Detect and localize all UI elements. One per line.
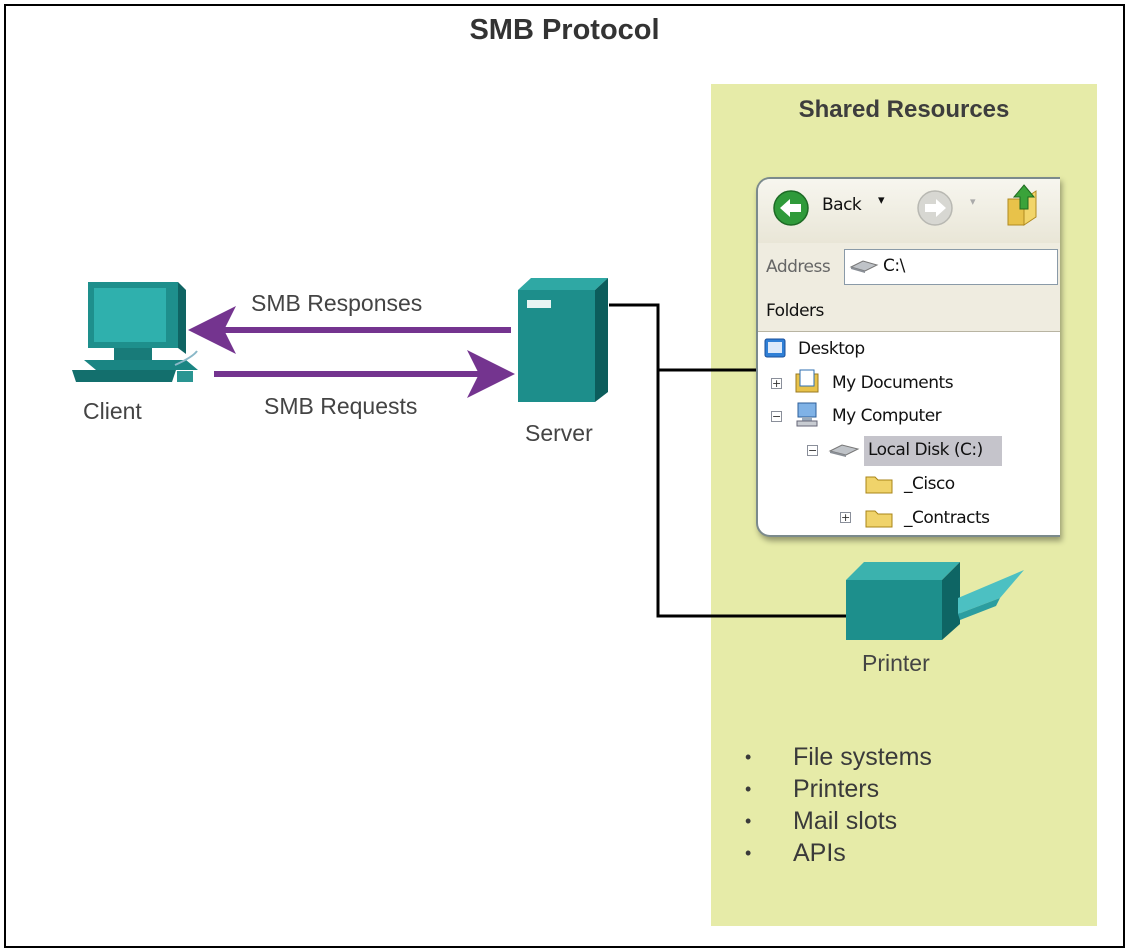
client-computer-icon — [72, 282, 198, 382]
back-dropdown-icon[interactable]: ▾ — [878, 193, 885, 208]
forward-arrow-icon[interactable] — [916, 189, 954, 227]
folders-bar: Folders — [758, 291, 1060, 332]
shared-resources-list: File systems Printers Mail slots APIs — [745, 741, 932, 869]
server-icon — [518, 278, 608, 402]
smb-responses-label: SMB Responses — [251, 290, 423, 316]
collapse-minus-icon[interactable]: − — [771, 410, 782, 423]
back-button-label[interactable]: Back — [822, 195, 862, 215]
printer-label: Printer — [862, 650, 930, 676]
expand-plus-icon[interactable]: + — [771, 377, 782, 390]
tree-label-cisco: _Cisco — [904, 474, 955, 494]
list-item: Mail slots — [745, 805, 932, 837]
collapse-minus-icon[interactable]: − — [807, 444, 818, 457]
printer-icon — [846, 562, 1024, 640]
my-documents-icon — [795, 369, 819, 393]
diagram-frame — [4, 4, 1125, 948]
back-arrow-icon[interactable] — [772, 189, 810, 227]
server-to-printer-line — [656, 370, 846, 618]
server-label: Server — [525, 420, 593, 446]
my-computer-icon — [796, 402, 818, 427]
smb-requests-label: SMB Requests — [264, 393, 418, 419]
server-to-explorer-line — [609, 303, 758, 372]
address-value: C:\ — [883, 256, 905, 276]
list-item: Printers — [745, 773, 932, 805]
drive-icon — [849, 260, 879, 273]
selection-highlight — [864, 436, 1002, 466]
shared-resources-title: Shared Resources — [798, 96, 1010, 123]
address-bar: Address C:\ — [758, 243, 1060, 292]
tree-label-desktop: Desktop — [798, 339, 865, 359]
folder-icon — [865, 510, 893, 528]
desktop-icon — [764, 338, 786, 358]
local-disk-icon — [828, 444, 860, 457]
address-label: Address — [766, 257, 831, 277]
file-explorer-window: Back ▾ ▾ Address C:\ Folders — [756, 177, 1060, 537]
tree-label-my-documents: My Documents — [832, 373, 954, 393]
forward-dropdown-icon[interactable]: ▾ — [970, 195, 976, 208]
folder-icon — [865, 476, 893, 494]
tree-label-local-disk: Local Disk (C:) — [868, 440, 983, 460]
diagram-title: SMB Protocol — [469, 14, 660, 46]
folders-label: Folders — [766, 301, 824, 321]
tree-label-my-computer: My Computer — [832, 406, 942, 426]
tree-label-contracts: _Contracts — [904, 508, 990, 528]
explorer-toolbar: Back ▾ ▾ — [758, 179, 1060, 244]
client-label: Client — [83, 398, 142, 424]
list-item: File systems — [745, 741, 932, 773]
expand-plus-icon[interactable]: + — [840, 511, 851, 524]
address-input[interactable]: C:\ — [844, 249, 1058, 285]
up-folder-icon[interactable] — [1002, 183, 1042, 229]
list-item: APIs — [745, 837, 932, 869]
